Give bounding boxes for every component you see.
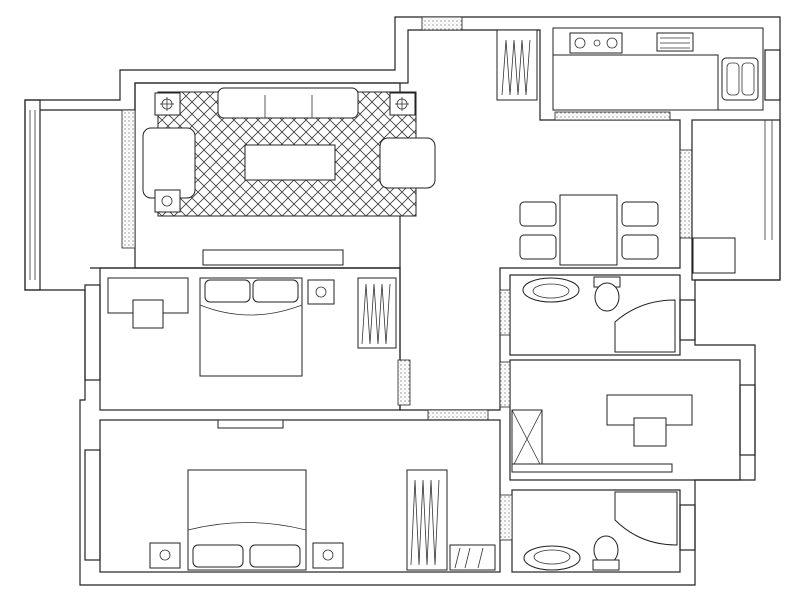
shower bbox=[614, 491, 678, 546]
side-table-lamp bbox=[154, 189, 181, 213]
washbasin bbox=[523, 545, 581, 571]
dining-table bbox=[559, 194, 618, 266]
toilet bbox=[594, 282, 620, 312]
sink bbox=[721, 57, 759, 101]
balcony-west bbox=[24, 99, 41, 291]
cabinet bbox=[496, 29, 538, 101]
washing-machine bbox=[692, 237, 736, 274]
study bbox=[499, 359, 756, 481]
sofa bbox=[217, 87, 359, 119]
wardrobe bbox=[406, 469, 448, 571]
bathroom-2 bbox=[499, 489, 696, 573]
side-table-lamp bbox=[154, 92, 181, 116]
chair bbox=[132, 299, 164, 329]
shower bbox=[614, 299, 676, 353]
range-hood bbox=[656, 32, 694, 52]
chair bbox=[633, 417, 667, 447]
bathroom-1 bbox=[499, 274, 696, 356]
outer-wall bbox=[24, 16, 781, 586]
balcony-east bbox=[691, 119, 781, 281]
wall-column bbox=[121, 109, 136, 249]
side-table-lamp bbox=[389, 92, 416, 116]
tv-cabinet bbox=[217, 419, 284, 429]
stove bbox=[569, 32, 623, 54]
living-room bbox=[121, 82, 436, 269]
bedroom-2 bbox=[84, 419, 501, 573]
coffee-table bbox=[244, 144, 336, 181]
armchair-right bbox=[379, 137, 436, 189]
bedroom-1 bbox=[84, 267, 489, 421]
kitchen bbox=[421, 16, 781, 121]
washbasin bbox=[522, 277, 580, 303]
toilet-tank bbox=[592, 559, 620, 571]
tv-cabinet bbox=[202, 249, 344, 266]
armchair-left bbox=[142, 127, 196, 199]
dining-room bbox=[519, 149, 693, 266]
